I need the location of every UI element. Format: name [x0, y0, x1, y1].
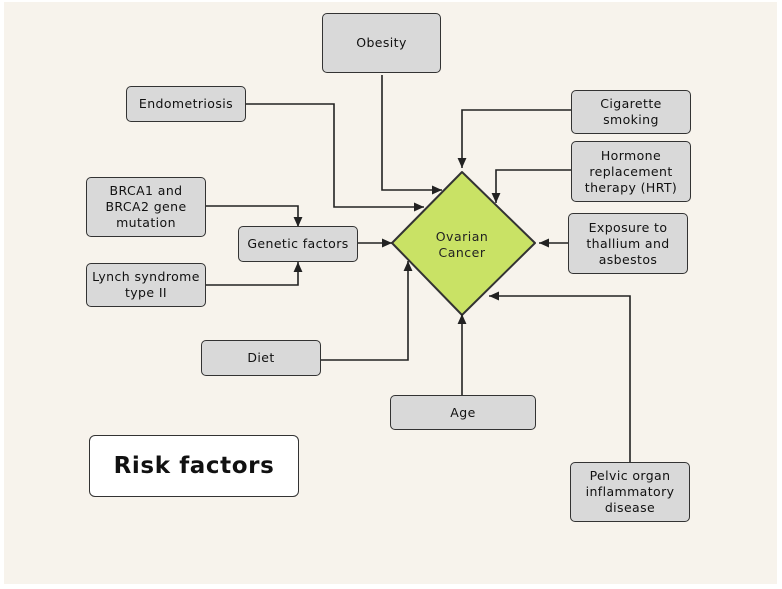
node-pelvic-label: Pelvic organ inflammatory disease	[585, 468, 675, 515]
edge-endometriosis	[246, 103, 424, 212]
node-age: Age	[390, 395, 536, 430]
diagram-title-box: Risk factors	[89, 435, 299, 497]
node-hrt: Hormone replacement therapy (HRT)	[571, 141, 691, 202]
node-diet-label: Diet	[247, 350, 275, 365]
edge-hrt	[491, 169, 571, 203]
diagram-canvas: Obesity Endometriosis BRCA1 and BRCA2 ge…	[4, 2, 777, 584]
diagram-title: Risk factors	[113, 453, 275, 479]
edge-obesity	[381, 75, 442, 195]
node-lynch-label: Lynch syndrome type II	[92, 269, 200, 300]
edge-smoking	[457, 109, 571, 168]
edge-brca	[206, 205, 303, 227]
node-hrt-label: Hormone replacement therapy (HRT)	[584, 147, 678, 195]
node-brca-label: BRCA1 and BRCA2 gene mutation	[105, 183, 187, 230]
node-smoking-label: Cigarette smoking	[600, 96, 662, 127]
node-genetic-factors: Genetic factors	[238, 226, 358, 262]
edge-lynch	[206, 262, 303, 286]
edge-diet	[321, 261, 413, 361]
node-exposure-label: Exposure to thallium and asbestos	[586, 219, 670, 267]
node-cigarette-smoking: Cigarette smoking	[571, 90, 691, 134]
node-endometriosis-label: Endometriosis	[138, 96, 234, 111]
node-pelvic-inflammatory: Pelvic organ inflammatory disease	[570, 462, 690, 522]
node-obesity: Obesity	[322, 13, 441, 73]
node-lynch-syndrome: Lynch syndrome type II	[86, 263, 206, 307]
node-brca: BRCA1 and BRCA2 gene mutation	[86, 177, 206, 237]
connector-layer	[206, 75, 631, 462]
ovarian-cancer-diamond	[391, 171, 536, 316]
node-genetic-label: Genetic factors	[247, 236, 349, 251]
node-endometriosis: Endometriosis	[126, 86, 246, 122]
node-diet: Diet	[201, 340, 321, 376]
node-age-label: Age	[450, 404, 476, 420]
node-obesity-label: Obesity	[356, 35, 407, 50]
node-exposure: Exposure to thallium and asbestos	[568, 213, 688, 274]
edge-pelvic	[489, 291, 631, 462]
